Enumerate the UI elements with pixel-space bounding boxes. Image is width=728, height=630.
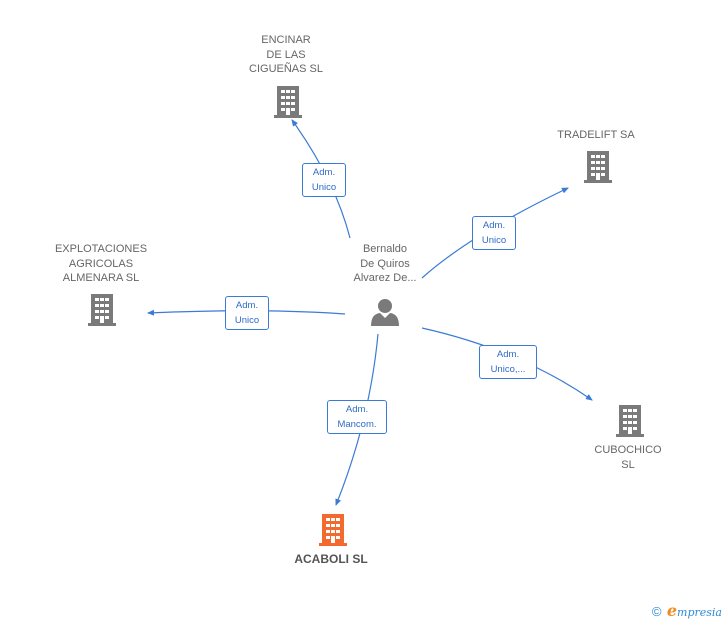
building-icon[interactable] — [88, 294, 116, 326]
edge-label-tradelift: Adm. Unico — [472, 216, 516, 250]
company-label-encinar[interactable]: ENCINAR DE LAS CIGUEÑAS SL — [249, 34, 323, 75]
person-icon[interactable] — [371, 299, 399, 326]
company-label-tradelift[interactable]: TRADELIFT SA — [557, 129, 635, 141]
edge-label-acaboli: Adm. Mancom. — [327, 400, 387, 434]
footer-brand: © empresia — [652, 601, 722, 620]
person-name[interactable]: Bernaldo De Quiros Alvarez De... — [353, 243, 417, 284]
copyright-icon: © — [651, 604, 662, 619]
building-icon-highlight[interactable] — [319, 514, 347, 546]
company-label-explotaciones[interactable]: EXPLOTACIONES AGRICOLAS ALMENARA SL — [54, 243, 148, 284]
edge-label-cubochico: Adm. Unico,... — [479, 345, 537, 379]
edge-label-explotaciones: Adm. Unico — [225, 296, 269, 330]
brand-initial: e — [666, 601, 678, 620]
company-label-cubochico[interactable]: CUBOCHICO SL — [594, 444, 662, 471]
company-label-acaboli[interactable]: ACABOLI SL — [294, 552, 368, 566]
building-icon[interactable] — [616, 405, 644, 437]
brand-name: mpresia — [677, 606, 722, 619]
building-icon[interactable] — [274, 86, 302, 118]
edge-label-encinar: Adm. Unico — [302, 163, 346, 197]
building-icon[interactable] — [584, 151, 612, 183]
